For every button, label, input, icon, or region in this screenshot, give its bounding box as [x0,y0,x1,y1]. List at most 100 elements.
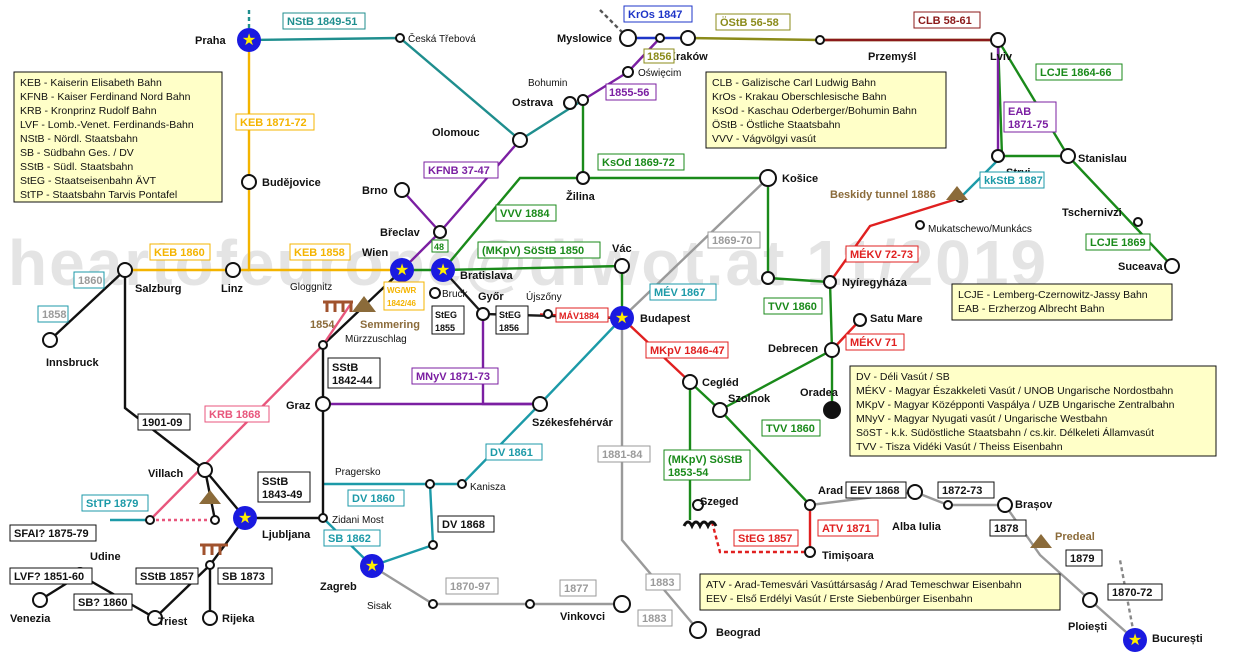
station-ceska-trebova [395,33,405,43]
rail-lines [39,9,1173,641]
station-tarvis [145,515,155,525]
line-tag: CLB 58-61 [913,11,981,29]
station-krakow-junction [655,33,665,43]
mountain-icons [199,186,1052,548]
line-tag: SB 1873 [217,567,273,585]
legend-item: MÉKV - Magyar Északkeleti Vasút / UNOB U… [856,384,1173,397]
line-tag: 1870-72 [1107,583,1163,601]
station-bruck [429,287,441,299]
city-label: Ploiești [1068,621,1107,633]
city-label: Kraków [668,51,708,63]
svg-text:SFAI? 1875-79: SFAI? 1875-79 [14,528,89,540]
capitals: ★ ★ ★ ★ ★ ★ ★ [233,28,1147,652]
line-tag: ATV 1871 [817,519,879,537]
city-label: Újszőny [526,290,562,303]
city-label: Przemyśl [868,51,916,63]
svg-text:1878: 1878 [994,523,1018,535]
svg-text:StEG 1857: StEG 1857 [738,533,792,545]
city-label: Olomouc [432,127,480,139]
station-krakow [680,30,696,46]
line-tag: MKpV 1846-47 [645,341,729,359]
svg-text:ATV 1871: ATV 1871 [822,523,871,535]
line-tag: TVV 1860 [763,297,823,315]
line-tag: MÉKV 71 [845,333,905,351]
svg-text:MKpV 1846-47: MKpV 1846-47 [650,345,725,357]
city-label: Vinkovci [560,611,605,623]
city-label: Česká Třebová [408,32,476,45]
line-tag: 1858 [37,305,69,323]
city-label: Cegléd [702,377,739,389]
city-label: Kanisza [470,482,506,493]
legend-austria: KEB - Kaiserin Elisabeth Bahn KFNB - Kai… [13,71,223,203]
city-label: Arad [818,485,843,497]
line-tag: 1879 [1065,549,1103,567]
legend-item: EAB - Erzherzog Albrecht Bahn [958,303,1105,315]
station-ostrava [563,96,577,110]
svg-text:KEB 1871-72: KEB 1871-72 [240,117,307,129]
mountain-icon [199,490,221,504]
svg-text:EEV 1868: EEV 1868 [850,485,900,497]
city-label: Győr [478,291,504,303]
station-bled [210,515,220,525]
svg-text:1901-09: 1901-09 [142,417,182,429]
mountain-icon [946,186,968,200]
svg-text:★: ★ [365,558,379,575]
line-tag: KEB 1860 [149,243,211,261]
station-arad [804,499,816,511]
legend-item: LCJE - Lemberg-Czernowitz-Jassy Bahn [958,289,1148,301]
line-tag: StEG 1857 [733,529,799,547]
city-label: Košice [782,173,818,185]
line-tag: 1869-70 [707,231,761,249]
line-tag: ÖStB 56-58 [715,13,791,31]
city-label: Budějovice [262,177,321,189]
station-ujszony [543,309,553,319]
svg-text:KFNB 37-47: KFNB 37-47 [428,165,490,177]
legend-item: KrOs - Krakau Oberschlesische Bahn [712,91,887,103]
city-label: București [1152,633,1203,645]
tunnel-label: Beskidy tunnel 1886 [830,189,936,201]
svg-text:SB 1873: SB 1873 [222,571,265,583]
line-tag: 1856 [643,48,675,64]
line-tag: TVV 1860 [761,419,821,437]
legend-lcje: LCJE - Lemberg-Czernowitz-Jassy Bahn EAB… [951,283,1173,321]
svg-text:DV 1861: DV 1861 [490,447,533,459]
city-label: Linz [221,283,243,295]
city-label: Zidani Most [332,515,384,526]
city-label: Pragersko [335,467,381,478]
station-vac [614,258,630,274]
svg-text:LCJE 1864-66: LCJE 1864-66 [1040,67,1112,79]
line-tags: NStB 1849-51 KEB 1871-72 KEB 1860 KEB 18… [9,5,1163,627]
station-timisoara [804,546,816,558]
line-tag: kkStB 1887 [979,171,1045,189]
city-label: Nyíregyháza [842,277,908,289]
capital-wien: ★ [390,258,414,282]
svg-text:TVV 1860: TVV 1860 [768,301,817,313]
station-brasov [997,497,1013,513]
line-tag: MNyV 1871-73 [411,367,499,385]
line-tag: 1877 [559,579,597,597]
line-tag: 1855-56 [605,83,657,101]
city-label: Szeged [700,496,739,508]
station-junction [428,540,438,550]
legend-item: LVF - Lomb.-Venet. Ferdinands-Bahn [20,119,194,131]
station-zilina [576,171,590,185]
station-olomouc [512,132,528,148]
city-label: Salzburg [135,283,181,295]
svg-text:MNyV 1871-73: MNyV 1871-73 [416,371,490,383]
svg-text:★: ★ [395,262,409,279]
city-label: Oradea [800,387,839,399]
city-label: Mukatschewo/Munkács [928,224,1032,235]
svg-text:MÉKV 71: MÉKV 71 [850,336,897,349]
city-label: Semmering [360,319,420,331]
svg-text:(MKpV) SöStB 1850: (MKpV) SöStB 1850 [482,245,584,257]
bridge-icons [200,300,718,555]
station-sisak [428,599,438,609]
line-tag: LCJE 1869 [1085,233,1151,251]
stations [32,29,1180,639]
station-tschernivzi [1133,217,1143,227]
svg-text:★: ★ [436,262,450,279]
